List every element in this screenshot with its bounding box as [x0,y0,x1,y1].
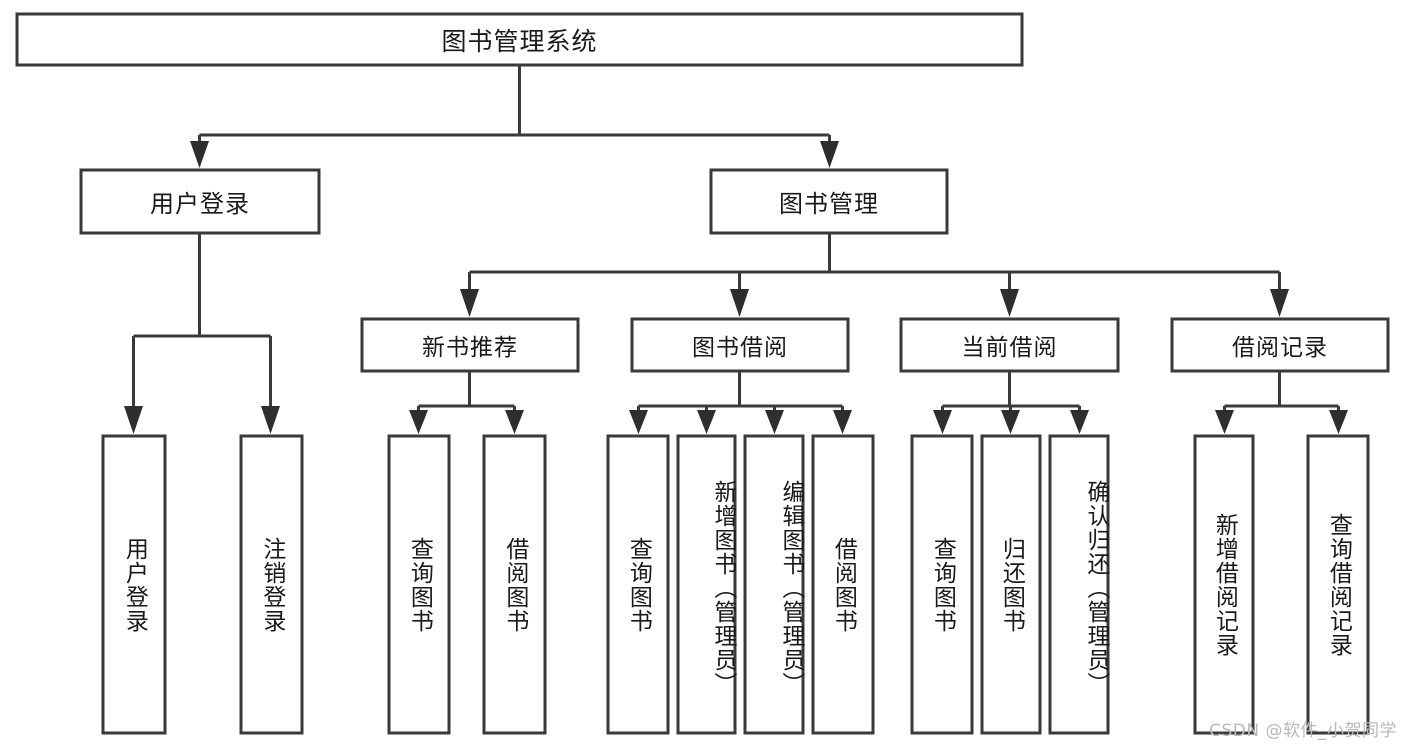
leaf-box-confirm-return[interactable] [1048,434,1110,735]
arrowhead-leaf-query-book-b [629,410,648,434]
arrowhead-leaf-return-book [1001,410,1020,434]
leaf-box-query-book-b[interactable] [606,434,670,735]
arrowhead-book-borrow [730,289,749,317]
connectors-layer [124,65,1348,434]
leaf-box-query-record[interactable] [1306,434,1370,735]
node-box-book-borrow[interactable] [630,317,850,373]
nodes-layer [15,12,1390,735]
arrowhead-borrow-record [1270,289,1289,317]
node-box-user-login[interactable] [79,168,321,235]
arrowhead-leaf-query-book-c [933,410,952,434]
arrowhead-leaf-query-book-a [409,410,428,434]
arrowhead-leaf-query-record [1329,410,1348,434]
node-box-borrow-record[interactable] [1170,317,1390,373]
node-box-new-book-rec[interactable] [360,317,580,373]
arrowhead-user-login [190,141,209,168]
arrowhead-current-borrow [1000,289,1019,317]
arrowhead-book-manage [820,141,839,168]
node-box-current-borrow[interactable] [899,317,1120,373]
arrowhead-leaf-borrow-book-a [505,410,524,434]
arrowhead-leaf-add-record [1215,410,1234,434]
leaf-box-return-book[interactable] [980,434,1042,735]
leaf-box-borrow-book-b[interactable] [811,434,875,735]
node-box-book-manage[interactable] [709,168,949,235]
arrowhead-leaf-user-login [124,406,143,434]
leaf-box-borrow-book-a[interactable] [482,434,547,735]
leaf-box-user-login[interactable] [101,434,167,735]
leaf-box-add-record[interactable] [1193,434,1255,735]
leaf-box-edit-book[interactable] [743,434,805,735]
leaf-box-logout[interactable] [239,434,304,735]
arrowhead-new-book [460,289,479,317]
node-box-root[interactable] [15,12,1024,67]
arrowhead-leaf-add-book [697,410,716,434]
arrowhead-leaf-confirm-return [1070,410,1089,434]
leaf-box-query-book-c[interactable] [910,434,974,735]
arrowhead-leaf-logout [261,406,280,434]
leaf-box-add-book[interactable] [676,434,737,735]
watermark-text: CSDN @软件_小贺同学 [1209,721,1397,741]
arrowhead-leaf-edit-book [765,410,784,434]
arrowhead-leaf-borrow-book-b [833,410,852,434]
leaf-box-query-book-a[interactable] [387,434,451,735]
